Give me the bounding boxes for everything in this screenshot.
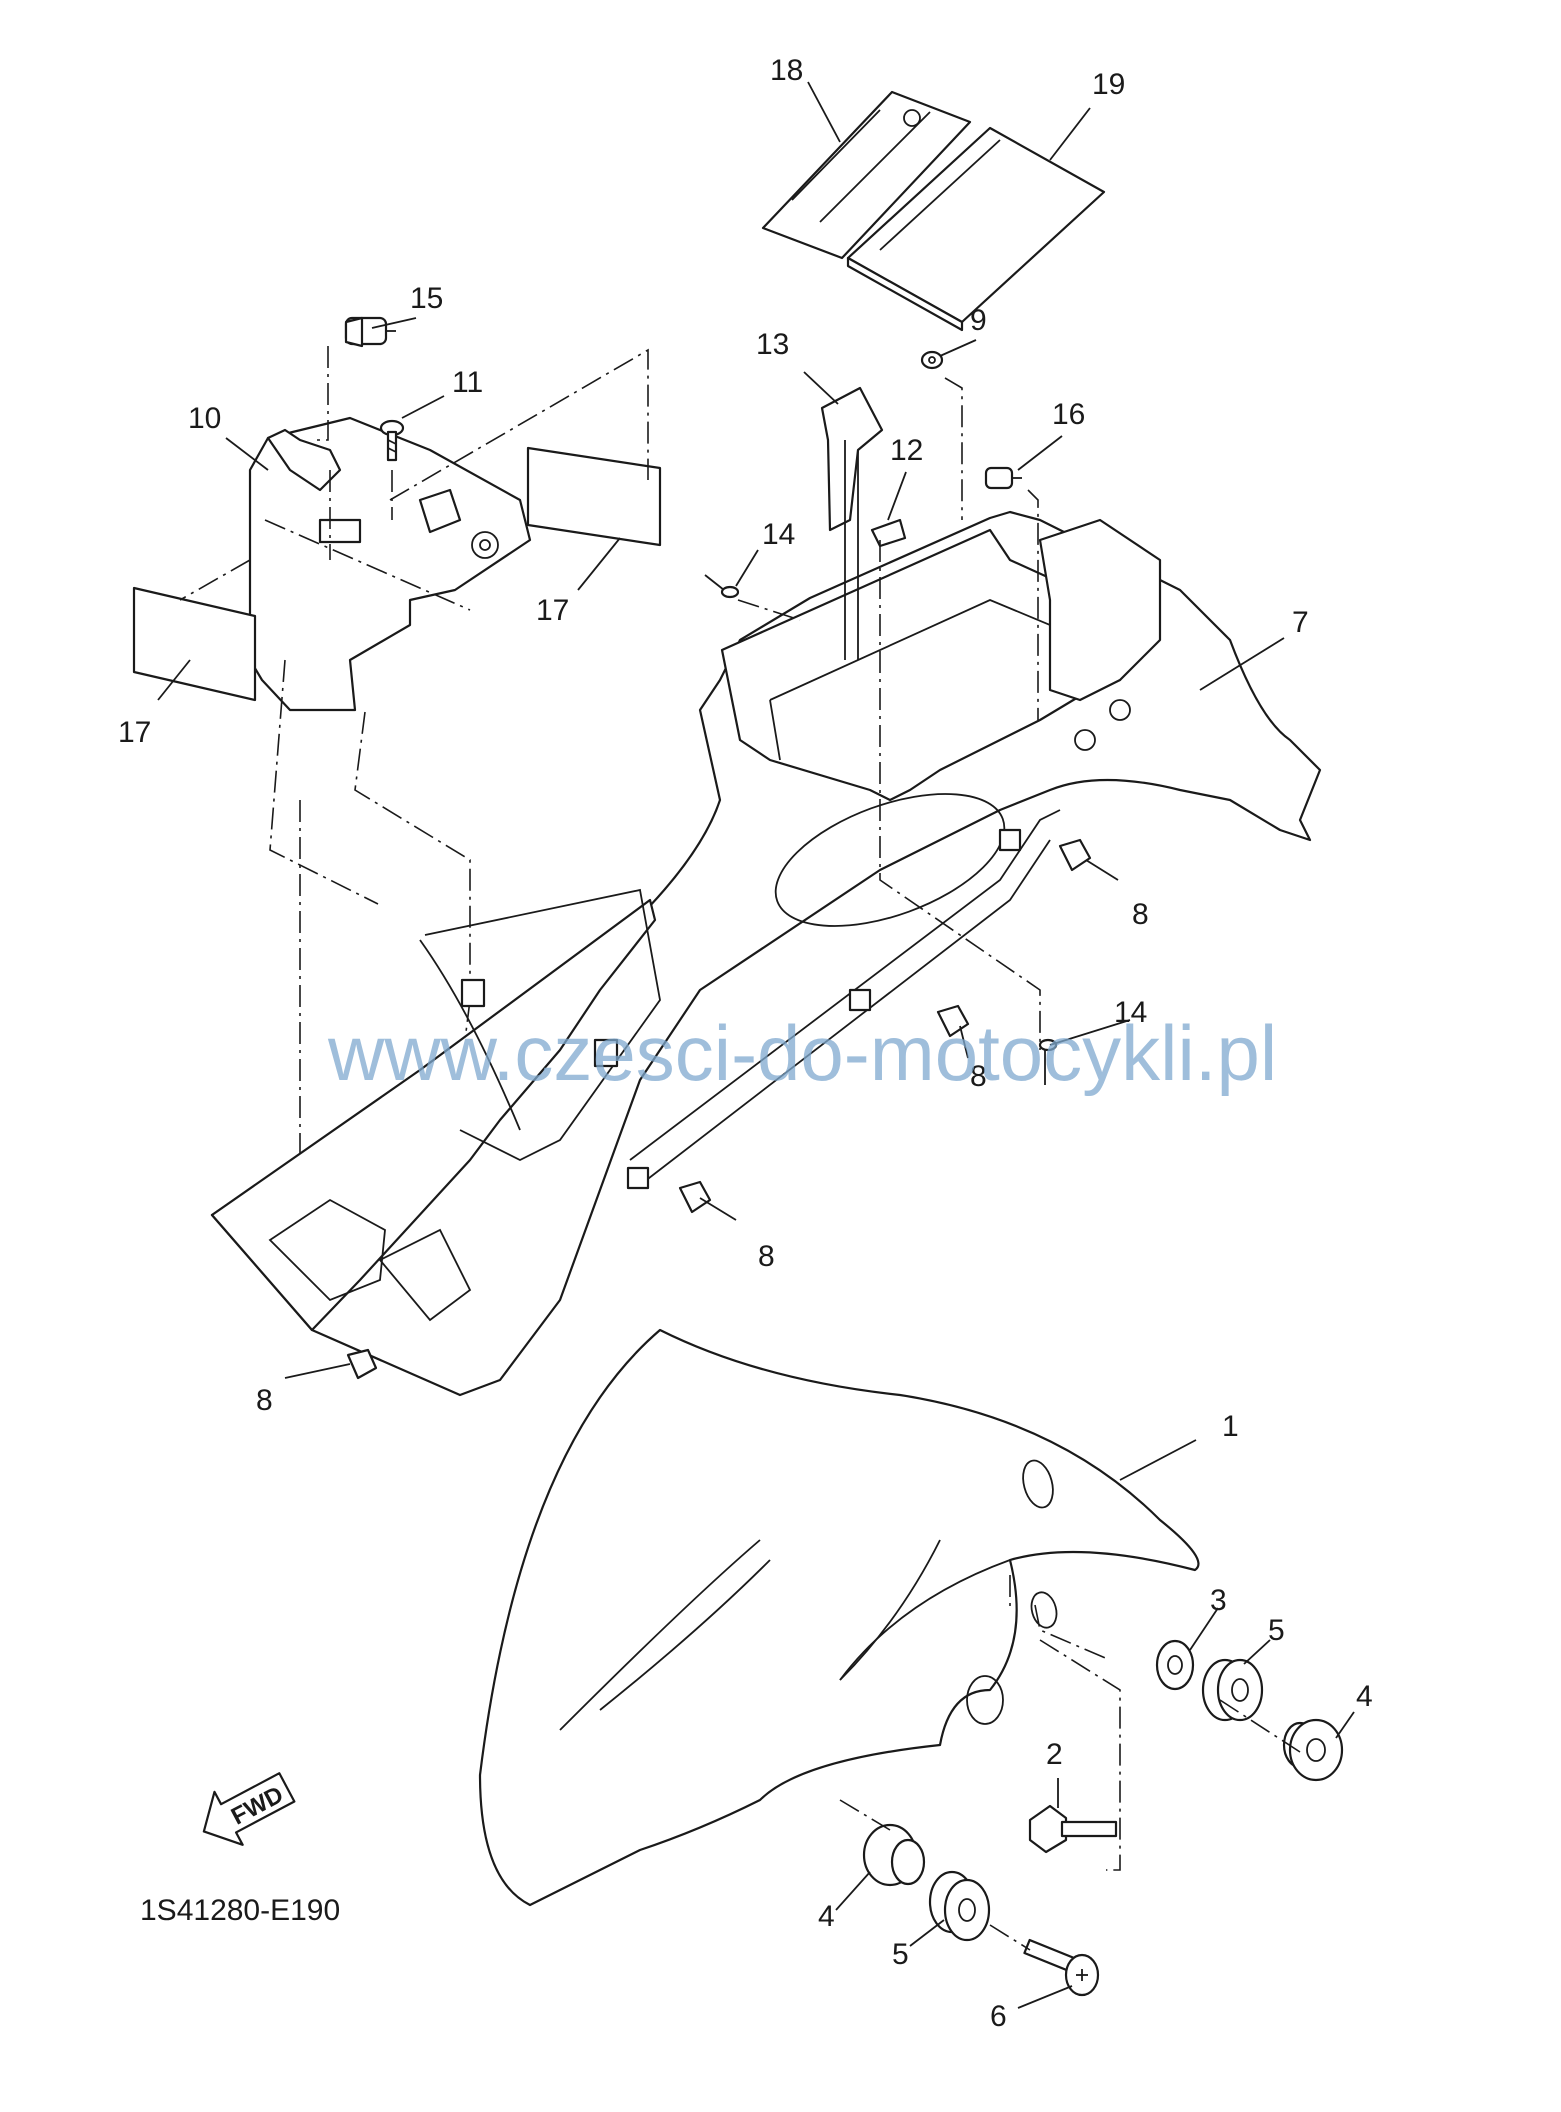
callout-18: 18 — [770, 54, 803, 87]
rear-fender — [210, 510, 1322, 1397]
callout-17-right: 17 — [536, 594, 569, 627]
grommet-5-lower — [928, 1870, 991, 1942]
sticker-17-left — [132, 586, 257, 702]
front-fender — [478, 1328, 1200, 1907]
callout-2: 2 — [1046, 1738, 1063, 1771]
screw-6 — [1023, 1938, 1100, 1997]
callout-9: 9 — [970, 304, 987, 337]
callout-6: 6 — [990, 2000, 1007, 2033]
fwd-arrow-icon: FWD — [202, 1772, 296, 1846]
callout-16: 16 — [1052, 398, 1085, 431]
callout-10: 10 — [188, 402, 221, 435]
grommet-5-upper — [1201, 1658, 1264, 1722]
callout-8-c: 8 — [758, 1240, 775, 1273]
watermark: www.czesci-do-motocykli.pl — [327, 1009, 1277, 1097]
bolt-16 — [984, 466, 1022, 490]
stay-13 — [820, 386, 884, 660]
callout-15: 15 — [410, 282, 443, 315]
label-sheet-19 — [846, 126, 1106, 332]
callout-3: 3 — [1210, 1584, 1227, 1617]
rivet-14-lower — [1038, 1038, 1058, 1085]
callout-8-d: 8 — [256, 1384, 273, 1417]
callout-17-left: 17 — [118, 716, 151, 749]
nut-9 — [920, 350, 944, 370]
callout-7: 7 — [1292, 606, 1309, 639]
clip-8-a — [1058, 838, 1092, 872]
callout-4-lower: 4 — [818, 1900, 835, 1933]
sticker-17-right — [526, 446, 662, 547]
label-sheet-18 — [761, 90, 972, 260]
battery-box — [248, 416, 532, 712]
callout-8-b: 8 — [970, 1060, 987, 1093]
callout-14-lower: 14 — [1114, 996, 1147, 1029]
bolt-2 — [1028, 1804, 1118, 1854]
bolt-15 — [344, 316, 396, 348]
clip-8-d — [346, 1348, 378, 1380]
diagram-code: 1S41280-E190 — [140, 1894, 340, 1927]
rivet-14-upper — [704, 574, 740, 599]
callout-13: 13 — [756, 328, 789, 361]
callout-4-upper: 4 — [1356, 1680, 1373, 1713]
callout-5-lower: 5 — [892, 1938, 909, 1971]
callout-5-upper: 5 — [1268, 1614, 1285, 1647]
callout-12: 12 — [890, 434, 923, 467]
collar-4-lower — [862, 1823, 926, 1887]
callout-11: 11 — [452, 366, 483, 399]
callout-19: 19 — [1092, 68, 1125, 101]
screw-11 — [379, 419, 405, 462]
collar-4-upper — [1282, 1718, 1344, 1782]
callout-14-upper: 14 — [762, 518, 795, 551]
callout-8-a: 8 — [1132, 898, 1149, 931]
clip-12 — [870, 518, 907, 548]
clip-8-c — [678, 1180, 712, 1214]
callout-1: 1 — [1222, 1410, 1239, 1443]
washer-3 — [1155, 1639, 1195, 1691]
